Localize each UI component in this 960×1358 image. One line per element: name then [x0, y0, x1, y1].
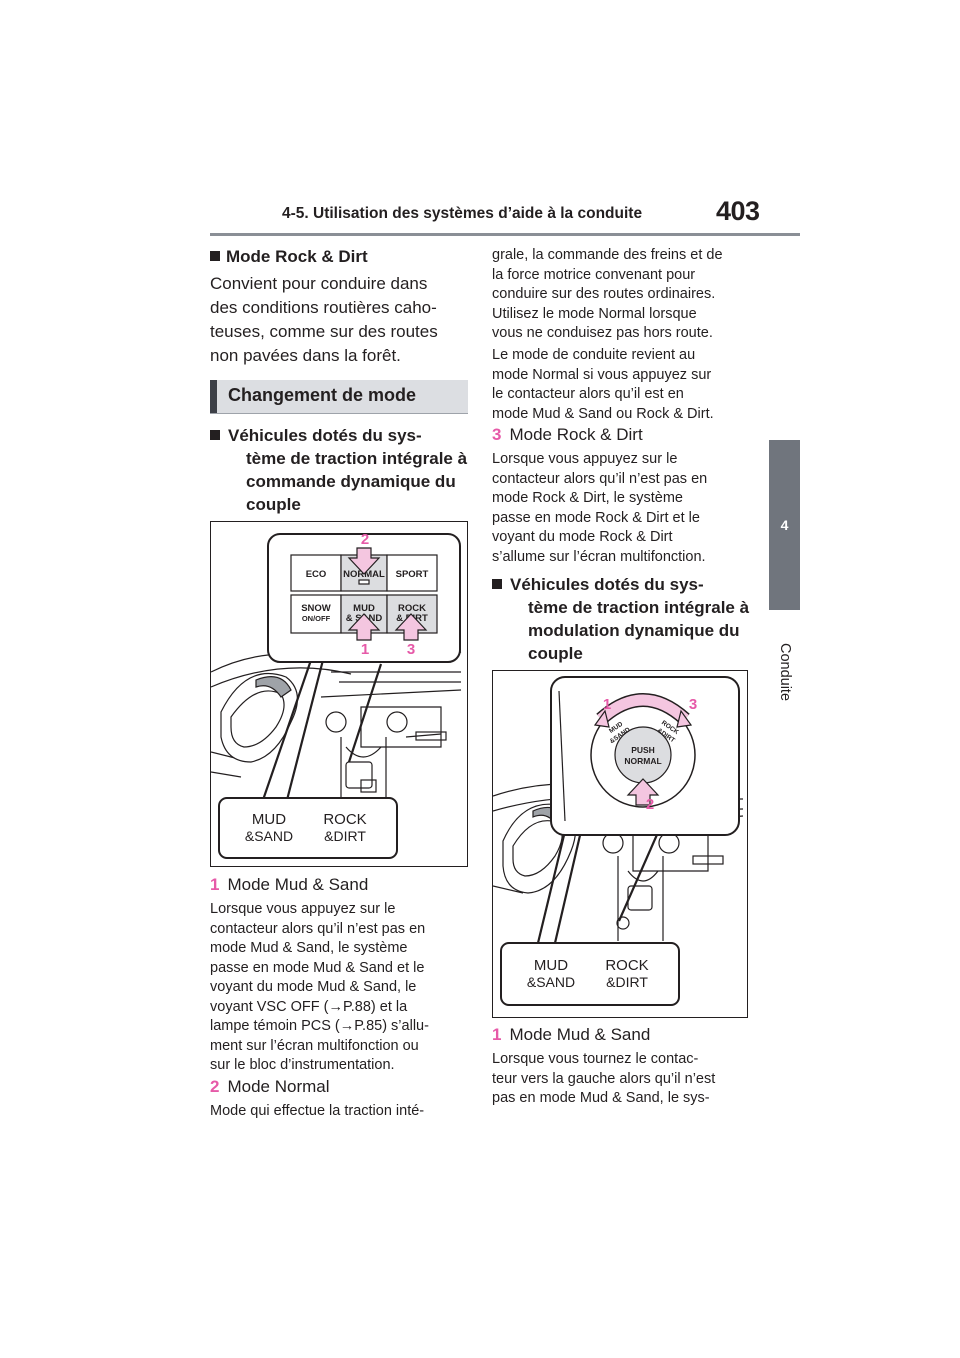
chapter-label-text: Conduite: [776, 642, 793, 702]
item-number: 1: [210, 875, 220, 894]
item-number: 2: [210, 1077, 220, 1096]
section-title: Changement de mode: [228, 385, 417, 405]
header-rule: [210, 233, 800, 236]
item-number: 3: [492, 425, 502, 444]
arrow-up-icon: [394, 613, 428, 641]
arrow-up-icon: [626, 778, 660, 806]
callout-1: 1: [361, 641, 369, 658]
arrow-up-icon: [347, 613, 381, 641]
item-mud-sand-description: Lorsque vous appuyez sur le contacteur a…: [210, 901, 429, 1073]
figure-button-panel-illustration: ECO NORMAL SPORT SNOW ON/OFF MUD & SAND …: [210, 531, 462, 859]
section-title-bar: Changement de mode: [210, 380, 468, 413]
dial-normal-label: NORMAL: [624, 756, 661, 766]
figure-dial-switch: PUSH NORMAL MUD &SAND ROCK &DIRT 1 3 2 M…: [492, 670, 748, 1018]
indicator-mud-line1: MUD: [534, 957, 568, 974]
page-number: 403: [716, 196, 760, 226]
indicator-mud-line1: MUD: [252, 811, 286, 828]
button-mud-label: MUD: [353, 603, 375, 614]
arrow-left-icon: [593, 709, 610, 728]
subhead-dynamic-torque-vectoring: Véhicules dotés du sys- tème de traction…: [492, 573, 768, 665]
callout-3: 3: [407, 641, 415, 658]
section-rule: [210, 413, 468, 414]
button-sport-label: SPORT: [396, 569, 429, 580]
indicator-rock-line2: &DIRT: [606, 974, 648, 990]
bullet-square: [492, 579, 502, 589]
figure-button-panel: ECO NORMAL SPORT SNOW ON/OFF MUD & SAND …: [210, 521, 468, 867]
item-rock-dirt-description: Lorsque vous appuyez sur le contacteur a…: [492, 451, 708, 565]
normal-return-note: Le mode de conduite revient au mode Norm…: [492, 347, 714, 422]
callout-2: 2: [361, 531, 369, 548]
button-snow-onoff-label: ON/OFF: [302, 614, 331, 623]
indicator-mud-line2: &SAND: [245, 828, 293, 844]
button-rock-label: ROCK: [398, 603, 426, 614]
indicator-mud-line2: &SAND: [527, 974, 575, 990]
indicator-rock-line2: &DIRT: [324, 828, 366, 844]
callout-3: 3: [689, 696, 697, 713]
button-snow-label: SNOW: [301, 603, 331, 614]
normal-description-continued: grale, la commande des freins et de la f…: [492, 247, 723, 341]
figure-dial-switch-illustration: PUSH NORMAL MUD &SAND ROCK &DIRT 1 3 2 M…: [492, 676, 744, 1006]
indicator-rock-line1: ROCK: [323, 811, 366, 828]
callout-1: 1: [603, 696, 611, 713]
item-normal-description: Mode qui effectue la traction inté-: [210, 1103, 425, 1119]
indicator-rock-line1: ROCK: [605, 957, 648, 974]
arrow-right-icon: [676, 709, 693, 728]
callout-2: 2: [646, 796, 654, 813]
subhead-dynamic-torque-control: Véhicules dotés du sys- tème de traction…: [210, 424, 486, 516]
header-section-title: 4-5. Utilisation des systèmes d’aide à l…: [282, 205, 643, 222]
chapter-tab: 4: [769, 440, 800, 610]
press-arrows: [347, 547, 428, 641]
chapter-label: Conduite: [769, 622, 800, 722]
rock-dirt-heading: Mode Rock & Dirt: [210, 246, 368, 267]
button-eco-label: ECO: [306, 569, 327, 580]
dial-push-label: PUSH: [631, 745, 655, 755]
chapter-number: 4: [780, 517, 789, 533]
bullet-square: [210, 251, 220, 261]
item-number: 1: [492, 1025, 502, 1044]
rock-dirt-description: Convient pour conduire dans des conditio…: [210, 274, 438, 365]
bullet-square: [210, 430, 220, 440]
arrow-down-icon: [347, 547, 381, 575]
item-mud-sand-dial-description: Lorsque vous tournez le contac- teur ver…: [492, 1051, 716, 1106]
